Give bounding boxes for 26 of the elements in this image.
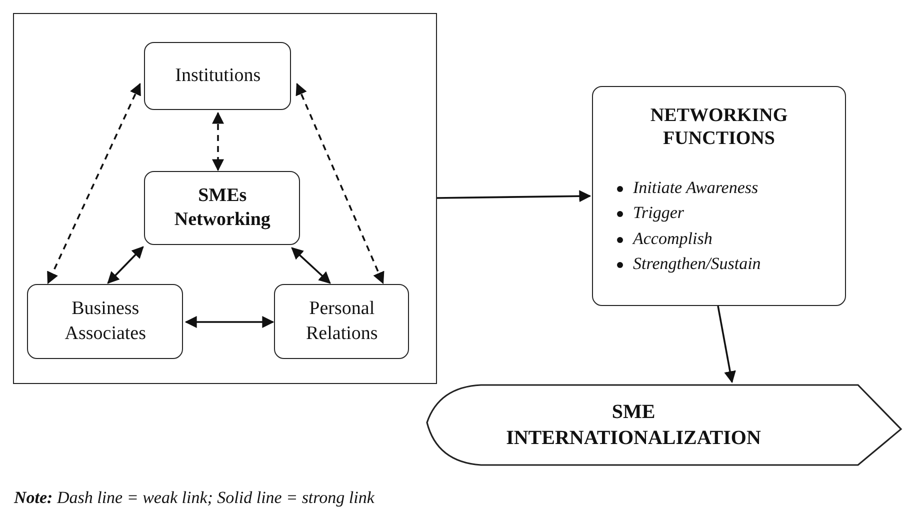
display-shape [425, 384, 902, 466]
node-label: Business Associates [64, 297, 148, 346]
arrow [47, 82, 141, 284]
arrow [717, 306, 736, 384]
list-item: Accomplish [617, 226, 712, 252]
arrow [296, 82, 384, 284]
arrow [436, 190, 592, 202]
arrow [184, 316, 274, 328]
list-item: Strengthen/Sustain [617, 251, 761, 277]
process-box [274, 284, 410, 360]
arrow [291, 247, 331, 284]
process-box [144, 42, 292, 110]
list-item: Initiate Awareness [617, 174, 758, 200]
process-box [27, 284, 184, 360]
process-box [592, 86, 846, 306]
arrow [107, 246, 144, 284]
node-label: SME INTERNATIONALIZATION [505, 400, 762, 451]
node-label: Institutions [175, 64, 261, 88]
list-item: Trigger [617, 200, 684, 226]
node-label: Personal Relations [305, 297, 379, 346]
note-text: Note: Dash line = weak link; Solid line = strong link [14, 488, 374, 508]
group-frame [13, 13, 437, 384]
process-box [144, 171, 300, 246]
arrow [212, 112, 224, 172]
node-label: SMEs Networking [173, 184, 272, 232]
node-heading: NETWORKING FUNCTIONS [649, 105, 789, 151]
